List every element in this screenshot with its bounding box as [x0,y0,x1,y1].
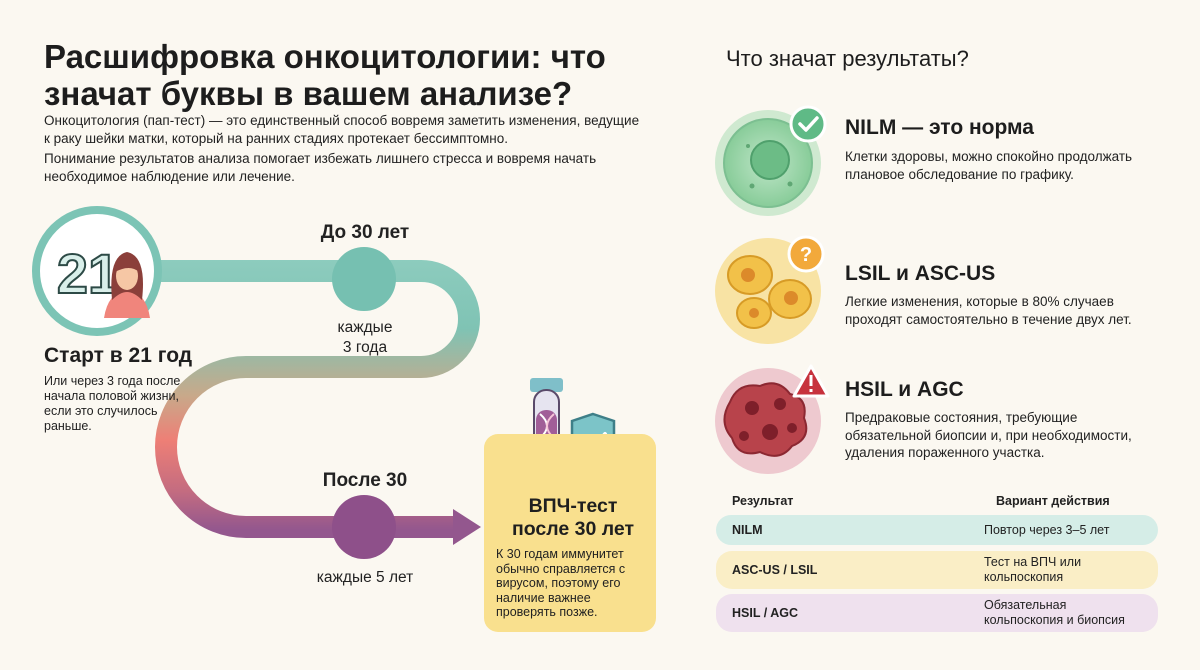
table-row: ASC-US / LSIL Тест на ВПЧ или кольпоскоп… [716,551,1158,589]
stage-under-30-title: До 30 лет [320,222,410,243]
stage-under-30-frequency-line-1: каждые [337,319,393,336]
stage-under-30-marker [332,247,396,311]
start-text: Или через 3 года после начала половой жи… [44,374,181,433]
stage-after-30-title: После 30 [322,470,408,491]
intro-text: Онкоцитология (пап-тест) — это единствен… [44,112,644,188]
arrow-icon [453,509,481,545]
question-icon: ? [787,235,825,273]
result-hsil-title: HSIL и AGC [845,378,964,401]
hpv-test-title: ВПЧ-тест после 30 лет [511,495,635,540]
results-heading: Что значат результаты? [726,46,969,71]
table-header-result: Результат [732,494,794,508]
svg-text:?: ? [800,244,812,266]
table-cell-action: Обязательная кольпоскопия и биопсия [984,598,1125,627]
result-lsil-text: Легкие изменения, которые в 80% случаев … [845,294,1132,327]
table-header-action: Вариант действия [996,494,1110,508]
age-21-number: 21 [57,242,119,305]
table-cell-action: Тест на ВПЧ или кольпоскопия [984,555,1082,584]
result-hsil-text: Предраковые состояния, требующие обязате… [845,410,1132,460]
warning-icon [792,364,830,398]
stage-under-30-frequency-line-2: 3 года [342,339,388,356]
intro-paragraph-1: Онкоцитология (пап-тест) — это единствен… [44,113,640,146]
hpv-test-text: К 30 годам иммунитет обычно справляется … [496,547,626,619]
intro-paragraph-2: Понимание результатов анализа помогает и… [44,151,597,184]
table-row: NILM Повтор через 3–5 лет [716,515,1158,545]
check-icon [789,105,827,143]
start-title: Старт в 21 год [44,344,193,367]
stage-under-30-frequency: каждые 3 года [300,318,430,358]
table-cell-action: Повтор через 3–5 лет [984,522,1110,537]
result-nilm-text: Клетки здоровы, можно спокойно продолжат… [845,149,1133,182]
table-cell-result: HSIL / AGC [732,606,798,620]
stage-after-30-marker [332,495,396,559]
page-title: Расшифровка онкоцитологии: что значат бу… [44,38,606,112]
timeline-path [150,260,480,538]
result-nilm-title: NILM — это норма [845,116,1034,139]
woman-icon [104,252,150,318]
table-cell-result: NILM [732,523,763,537]
table-cell-result: ASC-US / LSIL [732,563,818,577]
result-lsil-title: LSIL и ASC-US [845,262,996,285]
table-row: HSIL / AGC Обязательная кольпоскопия и б… [716,594,1158,632]
stage-after-30-frequency: каждые 5 лет [316,569,414,586]
hpv-test-card [484,434,656,632]
